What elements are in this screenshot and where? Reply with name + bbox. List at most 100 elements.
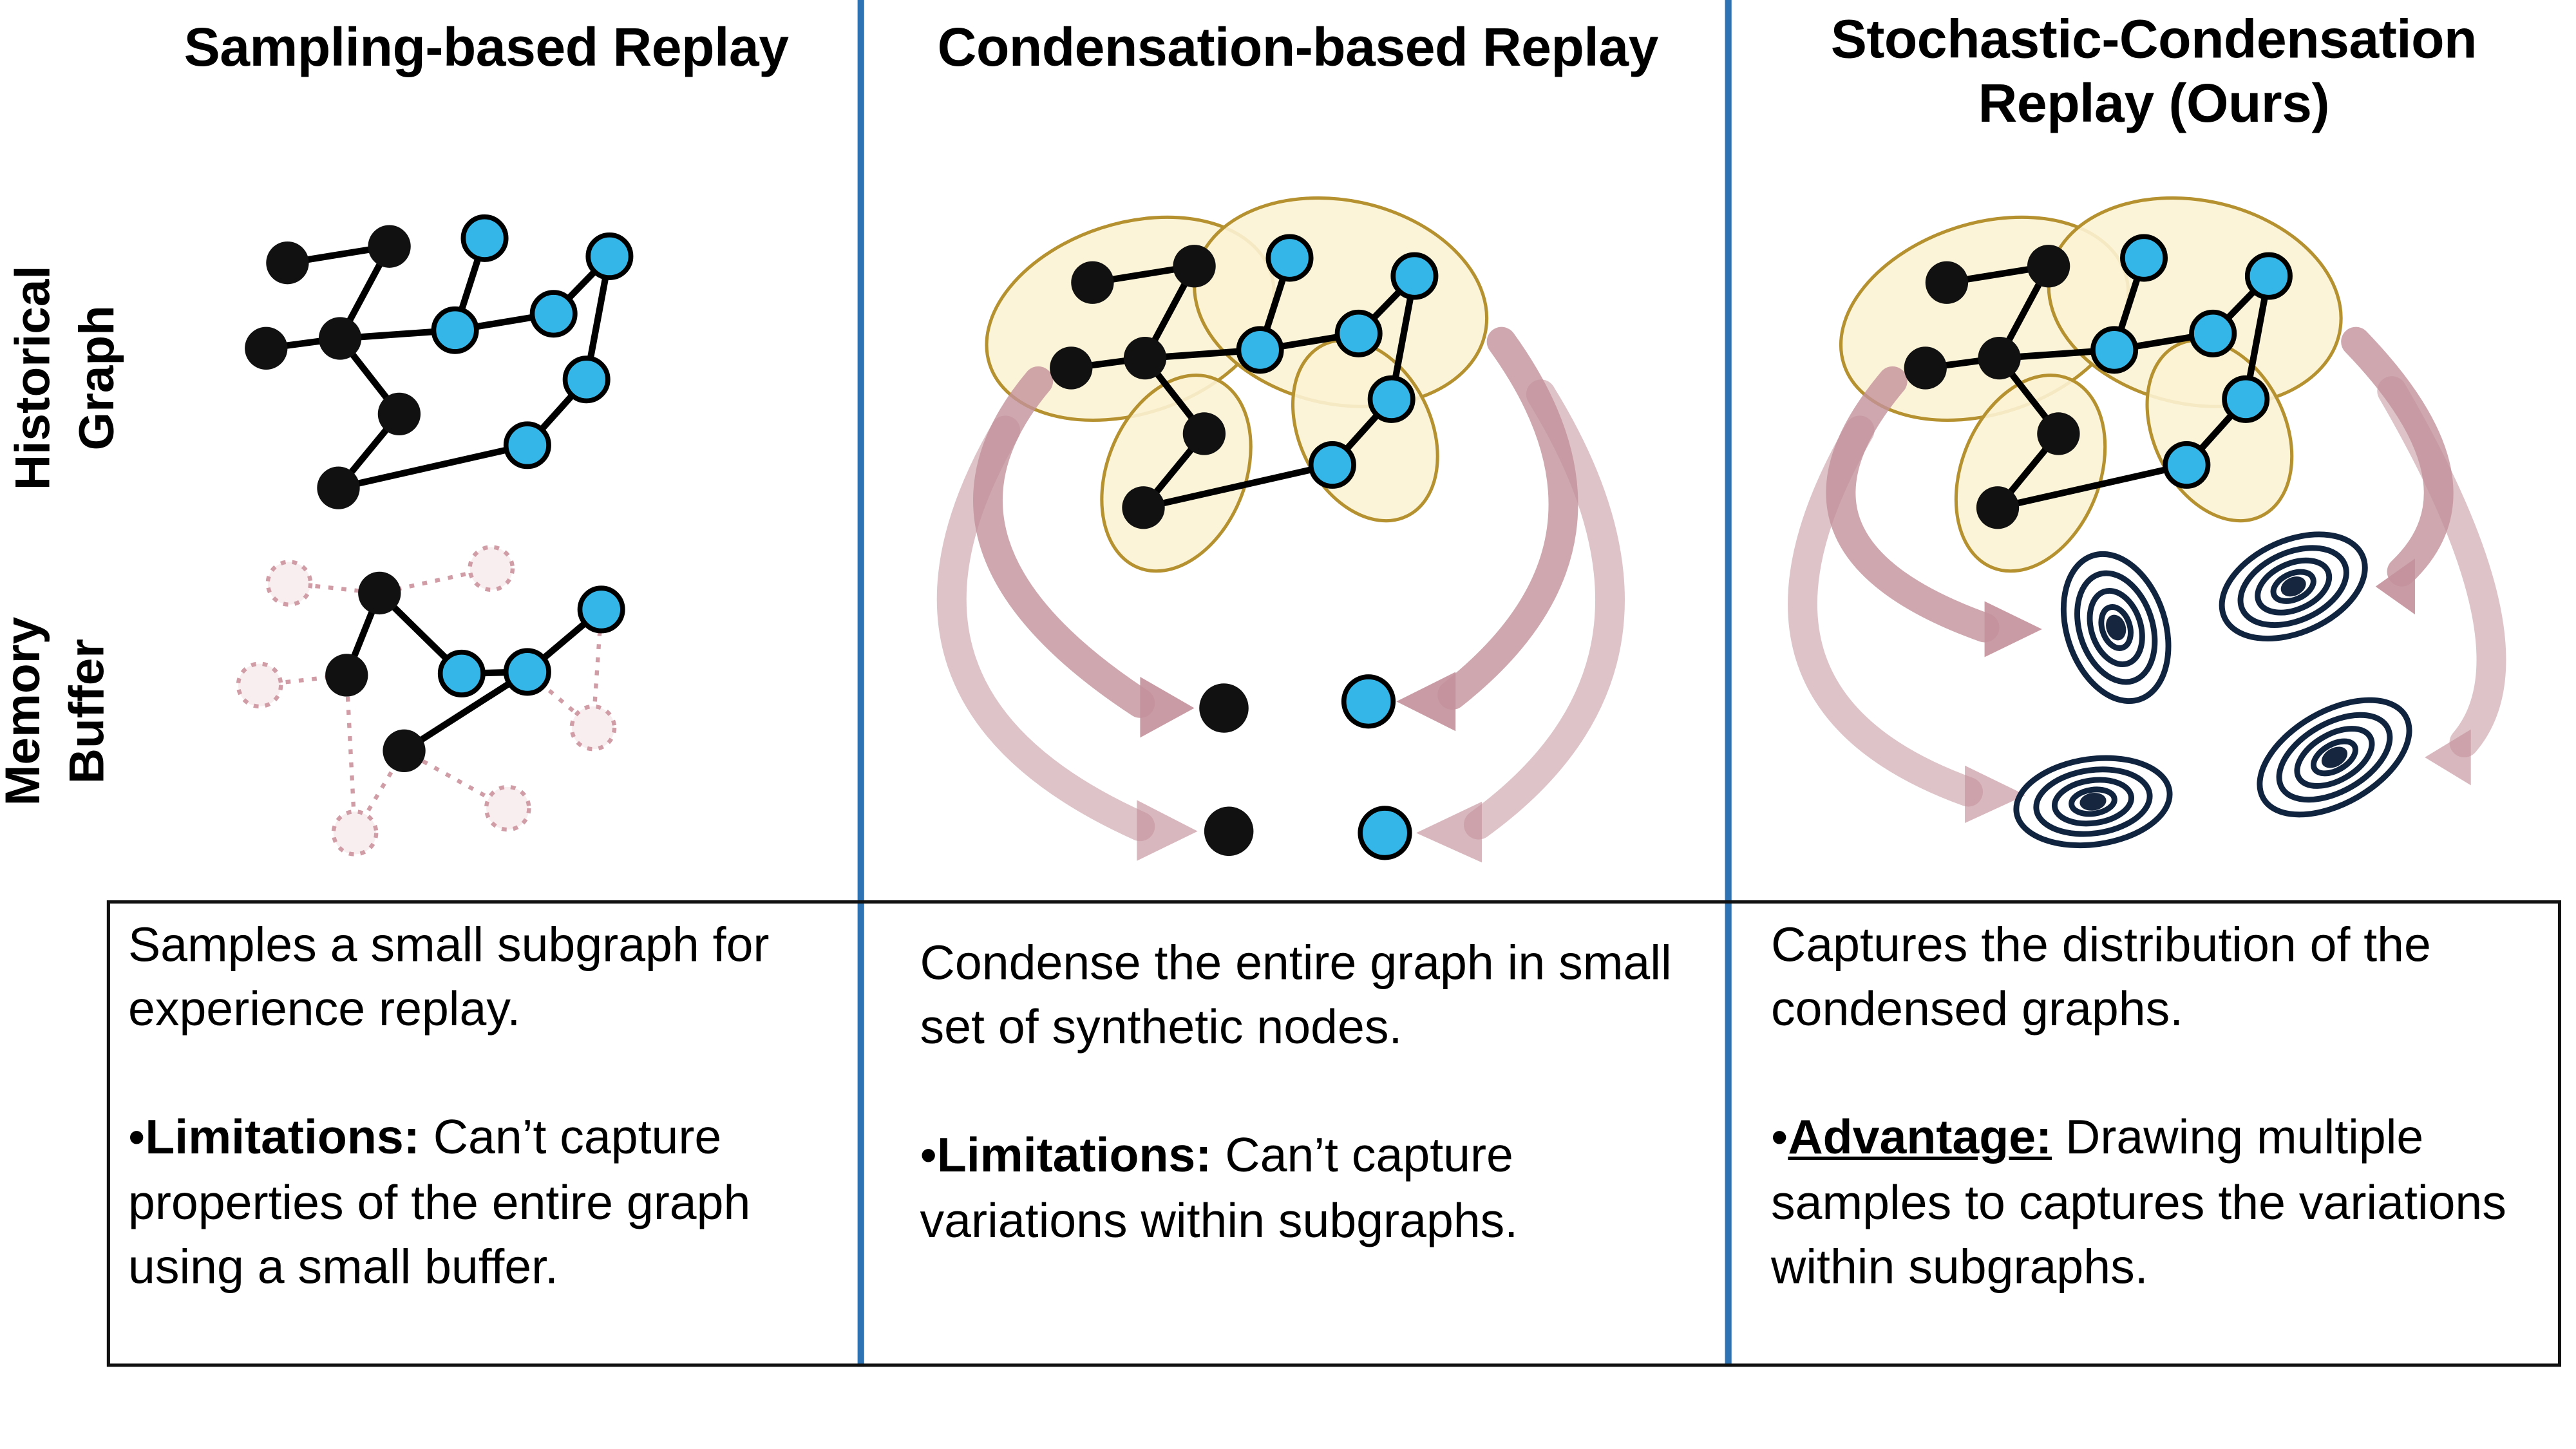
graph-edge [525, 607, 603, 675]
graph-node-black [1122, 486, 1165, 529]
contour-core [2106, 614, 2126, 641]
graph-node-cyan [1390, 252, 1439, 300]
graph-node-black [2027, 245, 2070, 288]
contour-ring [2033, 766, 2153, 837]
graph-edge [265, 335, 341, 352]
graph-node-black [245, 327, 288, 370]
contour-ring [2270, 569, 2316, 604]
graph-node-black [1976, 486, 2020, 529]
graph-edge [583, 256, 613, 381]
graph-edge [1141, 431, 1207, 510]
limitation-body: Can’t capture properties of the entire g… [128, 1111, 751, 1295]
graph-edge [339, 327, 455, 342]
graph-edge [461, 668, 527, 677]
distribution-contour [2219, 531, 2368, 642]
graph-node-black [2037, 412, 2080, 455]
replay-arrow [973, 366, 1155, 718]
graph-edge [377, 591, 464, 676]
graph-edge [343, 592, 383, 677]
graph-node-cyan [503, 421, 551, 469]
graph-node-cyan [2163, 440, 2211, 489]
description-stochastic: Captures the distribution of the condens… [1771, 913, 2563, 1300]
graph-edge [2184, 397, 2249, 468]
replay-arrow-head [1396, 672, 1456, 732]
replay-arrow [1437, 327, 1578, 710]
replay-arrow [2341, 327, 2454, 587]
contour-ring [2060, 551, 2172, 705]
graph-edge [525, 377, 589, 448]
graph-node-dotted [468, 545, 515, 592]
unsampled-edge [402, 749, 509, 810]
graph-node-black [1904, 346, 1947, 390]
contour-ring [2257, 697, 2412, 818]
distribution-contour [2013, 755, 2173, 849]
replay-arrow [1826, 366, 2000, 643]
graph-node-black [318, 317, 362, 360]
graph-edge [1142, 264, 1198, 360]
column-title-stochastic: Stochastic-Condensation Replay (Ours) [1830, 8, 2477, 133]
cluster-ellipse [1291, 338, 1439, 523]
condensed-node-black [1199, 683, 1249, 733]
graph-node-black [358, 571, 401, 615]
row-label-historical-graph: Historical Graph [2, 265, 130, 490]
cluster-ellipse [1954, 374, 2107, 573]
graph-edge [1144, 346, 1260, 362]
unsampled-edge [526, 670, 594, 730]
graph-node-cyan [2244, 252, 2293, 300]
graph-node-black [383, 729, 426, 772]
graph-node-dotted [265, 560, 313, 607]
replay-arrow-head [1964, 765, 2026, 824]
limitation-text: •Limitations: Can’t capture properties o… [128, 1106, 864, 1300]
column-title-sampling: Sampling-based Replay [184, 16, 789, 77]
graph-node-dotted [236, 661, 283, 709]
graph-edge [402, 669, 529, 754]
graph-node-cyan [1367, 375, 1416, 423]
graph-node-black [1978, 336, 2021, 380]
contour-ring [2294, 726, 2375, 789]
unsampled-edge [289, 581, 380, 596]
graph-node-black [325, 654, 368, 697]
contour-ring [2255, 557, 2333, 616]
graph-node-cyan [2120, 234, 2168, 282]
graph-node-cyan [529, 290, 578, 338]
row-label-line: Historical [6, 265, 61, 491]
column-divider [857, 0, 864, 1367]
contour-core [2079, 792, 2107, 811]
spacer [920, 1061, 1709, 1124]
graph-edge [1996, 264, 2052, 360]
graph-node-black [266, 241, 309, 285]
limitation-body: Can’t capture variations within subgraph… [920, 1129, 1519, 1249]
graph-node-cyan [1236, 326, 1284, 374]
row-label-line: Buffer [61, 638, 115, 784]
graph-node-cyan [1334, 309, 1383, 357]
graph-node-black [1123, 336, 1167, 380]
description-sampling: Samples a small subgraph for experience … [128, 913, 864, 1300]
stochastic-graph [1788, 196, 2506, 849]
graph-edge [1070, 355, 1146, 372]
graph-edge [2114, 330, 2214, 354]
graph-node-cyan [2090, 326, 2139, 374]
graph-edge [1996, 461, 2188, 511]
cluster-ellipse [1839, 215, 2130, 422]
graph-node-black [1173, 245, 1216, 288]
advantage-text: •Advantage: Drawing multiple samples to … [1771, 1106, 2563, 1300]
contour-ring [2074, 570, 2158, 685]
graph-edge [1995, 431, 2061, 510]
advantage-body: Drawing multiple samples to captures the… [1770, 1111, 2506, 1295]
graph-edge [2111, 256, 2147, 351]
graph-edge [454, 310, 554, 334]
distribution-contour [2060, 551, 2172, 705]
bullet-glyph: • [128, 1111, 146, 1166]
graph-edge [1259, 330, 1359, 354]
description-text: Captures the distribution of the condens… [1770, 918, 2431, 1037]
contour-ring [2219, 531, 2368, 642]
graph-node-cyan [503, 648, 551, 696]
unsampled-edge [591, 609, 603, 728]
graph-edge [2242, 275, 2272, 400]
graph-edge [337, 336, 402, 416]
description-condensation: Condense the entire graph in small set o… [920, 931, 1709, 1253]
graph-edge [1256, 256, 1293, 351]
sampling-historical-graph [245, 214, 634, 509]
spacer [128, 1043, 864, 1106]
cluster-ellipse [1100, 374, 1253, 573]
